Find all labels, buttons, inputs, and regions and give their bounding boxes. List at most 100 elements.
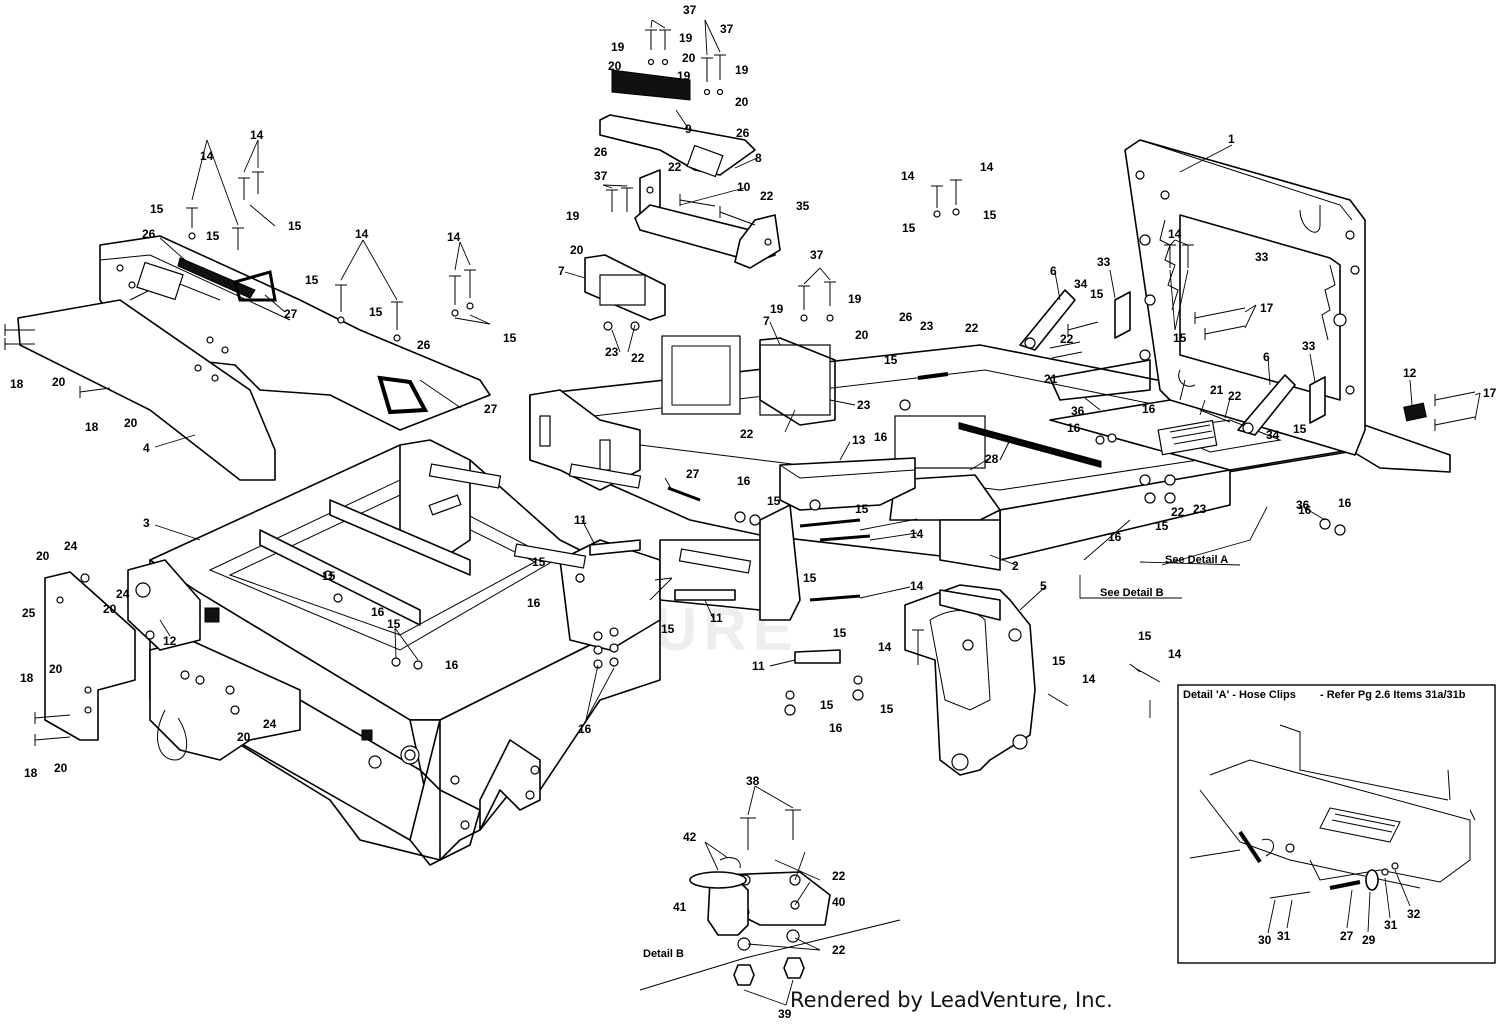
callout-34a: 34 bbox=[1074, 277, 1088, 291]
callout-17a: 17 bbox=[1260, 301, 1274, 315]
callout-19a: 19 bbox=[611, 40, 625, 54]
callout-20d: 20 bbox=[570, 243, 584, 257]
callout-18c: 18 bbox=[20, 671, 34, 685]
footer-credit: Rendered by LeadVenture, Inc. bbox=[790, 988, 1113, 1012]
callout-15f: 15 bbox=[503, 331, 517, 345]
fasteners bbox=[4, 29, 1476, 850]
callout-20f: 20 bbox=[52, 375, 66, 389]
callout-20c: 20 bbox=[735, 95, 749, 109]
callout-15n: 15 bbox=[767, 494, 781, 508]
callout-15g: 15 bbox=[902, 221, 916, 235]
callout-33a: 33 bbox=[1255, 250, 1269, 264]
callout-15m: 15 bbox=[1155, 519, 1169, 533]
callout-37a: 37 bbox=[683, 3, 697, 17]
main-frame bbox=[149, 439, 661, 866]
callout-27b: 27 bbox=[484, 402, 498, 416]
callout-19e: 19 bbox=[566, 209, 580, 223]
callout-30: 30 bbox=[1258, 933, 1272, 947]
callout-12: 12 bbox=[163, 634, 177, 648]
callout-20k: 20 bbox=[54, 761, 68, 775]
callout-34b: 34 bbox=[1266, 428, 1280, 442]
callout-22d: 22 bbox=[740, 427, 754, 441]
callout-24b: 24 bbox=[116, 587, 130, 601]
callout-41: 41 bbox=[673, 900, 687, 914]
callout-27a: 27 bbox=[284, 307, 298, 321]
callout-16k: 16 bbox=[578, 722, 592, 736]
callout-19f: 19 bbox=[770, 302, 784, 316]
callout-16c: 16 bbox=[1067, 421, 1081, 435]
callout-14f: 14 bbox=[980, 160, 994, 174]
callout-labels: 1 2 3 4 5 6 6 7 7 8 9 10 11 11 11 12 12 … bbox=[10, 3, 1497, 1021]
plates-11 bbox=[589, 539, 841, 664]
callout-21a: 21 bbox=[1044, 372, 1058, 386]
callout-37b: 37 bbox=[720, 22, 734, 36]
callout-15k: 15 bbox=[1173, 331, 1187, 345]
hitch-mount bbox=[127, 559, 201, 651]
detail-a-inset bbox=[1177, 684, 1496, 964]
callout-16e: 16 bbox=[1108, 530, 1122, 544]
callout-21b: 21 bbox=[1210, 383, 1224, 397]
callout-31b: 31 bbox=[1384, 918, 1398, 932]
callout-6: 6 bbox=[1050, 264, 1057, 278]
callout-22c: 22 bbox=[631, 351, 645, 365]
callout-20g: 20 bbox=[124, 416, 138, 430]
callout-16f: 16 bbox=[874, 430, 888, 444]
callout-16a: 16 bbox=[1298, 503, 1312, 517]
callout-33c: 33 bbox=[1302, 339, 1316, 353]
callout-14b: 14 bbox=[250, 128, 264, 142]
callout-20a: 20 bbox=[608, 59, 622, 73]
callout-19c: 19 bbox=[677, 69, 691, 83]
callout-36a: 36 bbox=[1071, 404, 1085, 418]
callout-20j: 20 bbox=[49, 662, 63, 676]
callout-9: 9 bbox=[685, 122, 692, 136]
callout-15x: 15 bbox=[1138, 629, 1152, 643]
callout-22i: 22 bbox=[832, 869, 846, 883]
callout-11: 11 bbox=[574, 513, 587, 527]
callout-26e: 26 bbox=[899, 310, 913, 324]
callout-14l: 14 bbox=[1082, 672, 1096, 686]
mounting-plate bbox=[1124, 139, 1366, 456]
callout-37c: 37 bbox=[594, 169, 608, 183]
callout-14c: 14 bbox=[355, 227, 369, 241]
callout-15e: 15 bbox=[369, 305, 383, 319]
callout-6b: 6 bbox=[1263, 350, 1270, 364]
callout-36b: 36 bbox=[1296, 498, 1310, 512]
callout-22e: 22 bbox=[965, 321, 979, 335]
callout-40: 40 bbox=[832, 895, 846, 909]
front-bumper bbox=[17, 235, 491, 481]
callout-15l: 15 bbox=[1293, 422, 1307, 436]
callout-20e: 20 bbox=[855, 328, 869, 342]
callout-23d: 23 bbox=[1193, 502, 1207, 516]
detail-a-reference: - Refer Pg 2.6 Items 31a/31b bbox=[1320, 689, 1466, 701]
callout-5: 5 bbox=[1040, 579, 1047, 593]
side-plate bbox=[44, 571, 136, 741]
seat-tube bbox=[634, 169, 781, 269]
callout-16d: 16 bbox=[1142, 402, 1156, 416]
seat-bracket bbox=[584, 254, 836, 426]
callout-22h: 22 bbox=[1171, 505, 1185, 519]
callout-16l: 16 bbox=[829, 721, 843, 735]
callout-11b: 11 bbox=[710, 611, 723, 625]
callout-42: 42 bbox=[683, 830, 697, 844]
callout-10: 10 bbox=[737, 180, 751, 194]
callout-7b: 7 bbox=[763, 314, 770, 328]
detail-b-label: Detail B bbox=[643, 948, 684, 960]
callout-31a: 31 bbox=[1277, 929, 1291, 943]
callout-18a: 18 bbox=[10, 377, 24, 391]
callout-20b: 20 bbox=[682, 51, 696, 65]
callout-14i: 14 bbox=[910, 579, 924, 593]
callout-26d: 26 bbox=[736, 126, 750, 140]
callout-15y: 15 bbox=[1052, 654, 1066, 668]
callout-18b: 18 bbox=[85, 420, 99, 434]
callout-24a: 24 bbox=[64, 539, 78, 553]
callout-15d: 15 bbox=[305, 273, 319, 287]
rear-frame bbox=[428, 335, 1451, 621]
callout-11c: 11 bbox=[752, 659, 765, 673]
callout-15t: 15 bbox=[387, 617, 401, 631]
callout-35: 35 bbox=[796, 199, 810, 213]
callout-29: 29 bbox=[1362, 933, 1376, 947]
callout-8: 8 bbox=[755, 151, 762, 165]
see-detail-b-label: See Detail B bbox=[1100, 587, 1164, 599]
callout-14j: 14 bbox=[878, 640, 892, 654]
